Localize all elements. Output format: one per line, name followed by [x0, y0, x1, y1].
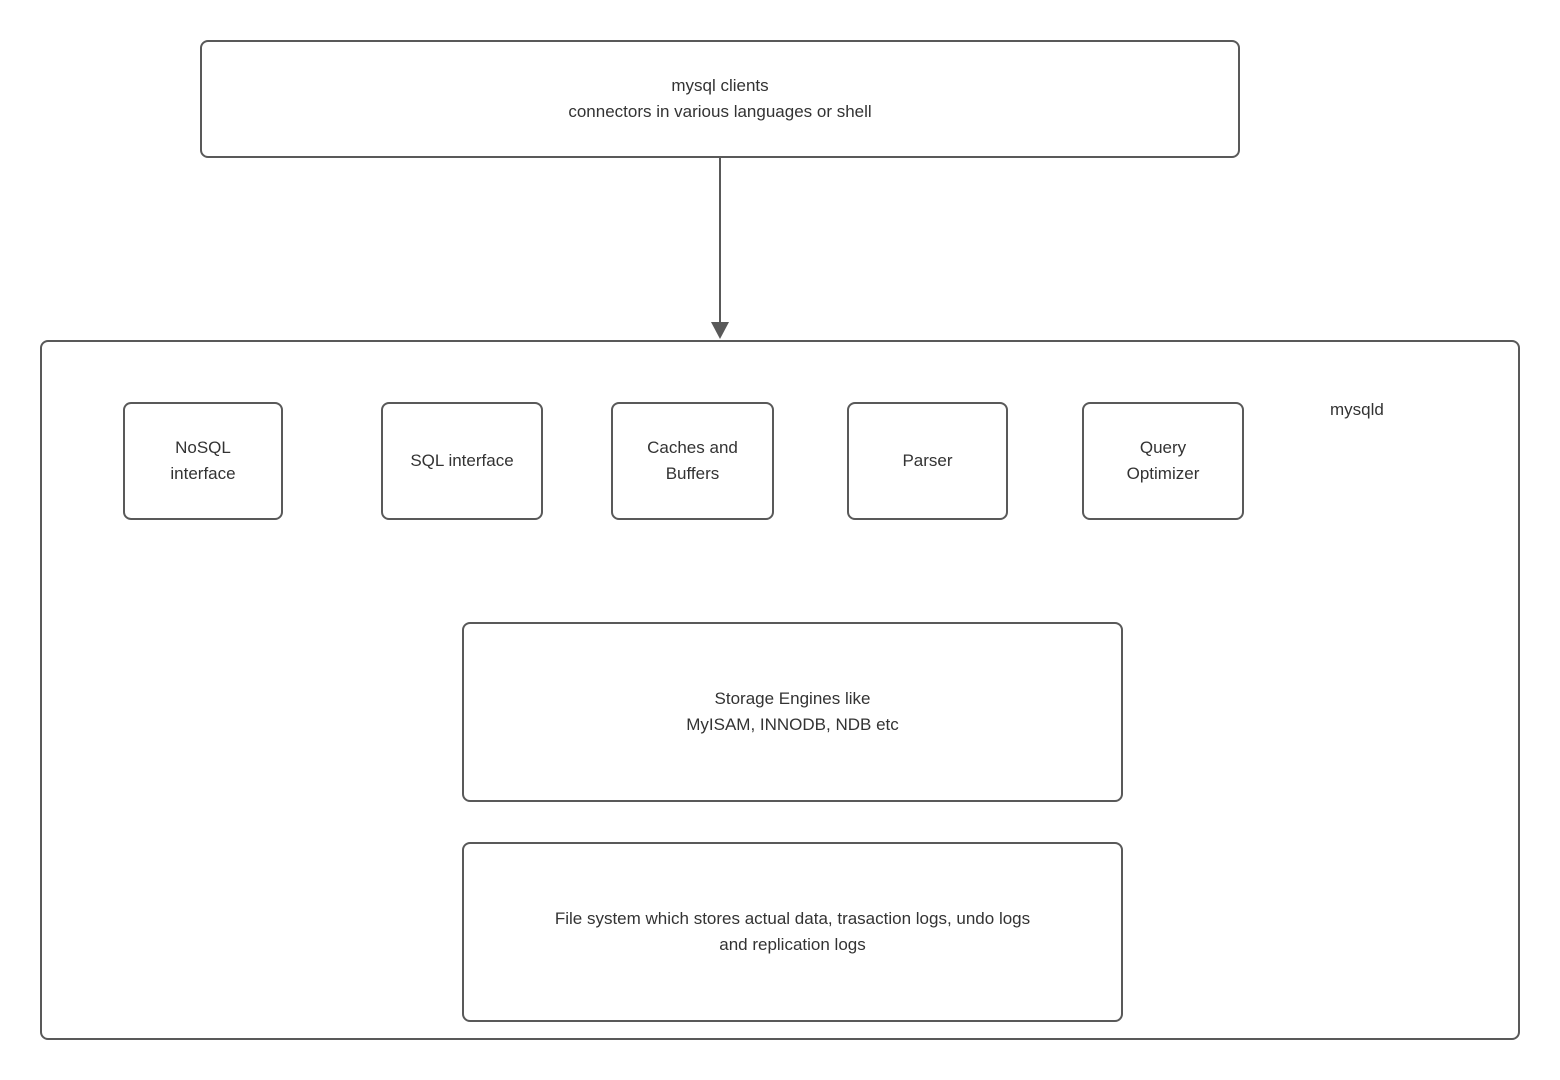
mysql-clients-label: mysql clients connectors in various lang… — [568, 75, 872, 121]
client-to-server-arrow-line — [719, 158, 721, 324]
component-box-sql-interface: SQL interface — [381, 402, 543, 520]
component-label: Query Optimizer — [1126, 437, 1200, 483]
component-box-query-optimizer: Query Optimizer — [1082, 402, 1244, 520]
component-label: Parser — [902, 450, 953, 470]
component-box-parser: Parser — [847, 402, 1008, 520]
component-label: NoSQL interface — [170, 437, 236, 483]
component-label: SQL interface — [410, 450, 514, 470]
storage-engines-box: Storage Engines like MyISAM, INNODB, NDB… — [462, 622, 1123, 802]
component-label: Caches and Buffers — [647, 437, 738, 483]
file-system-box: File system which stores actual data, tr… — [462, 842, 1123, 1022]
component-box-caches-and-buffers: Caches and Buffers — [611, 402, 774, 520]
file-system-label: File system which stores actual data, tr… — [554, 908, 1031, 954]
mysqld-container-box: mysqld NoSQL interface SQL interface Cac… — [40, 340, 1520, 1040]
mysql-clients-box: mysql clients connectors in various lang… — [200, 40, 1240, 158]
down-arrow-icon — [711, 322, 729, 339]
storage-engines-label: Storage Engines like MyISAM, INNODB, NDB… — [686, 688, 899, 734]
mysqld-label: mysqld — [1330, 400, 1384, 419]
component-box-nosql-interface: NoSQL interface — [123, 402, 283, 520]
